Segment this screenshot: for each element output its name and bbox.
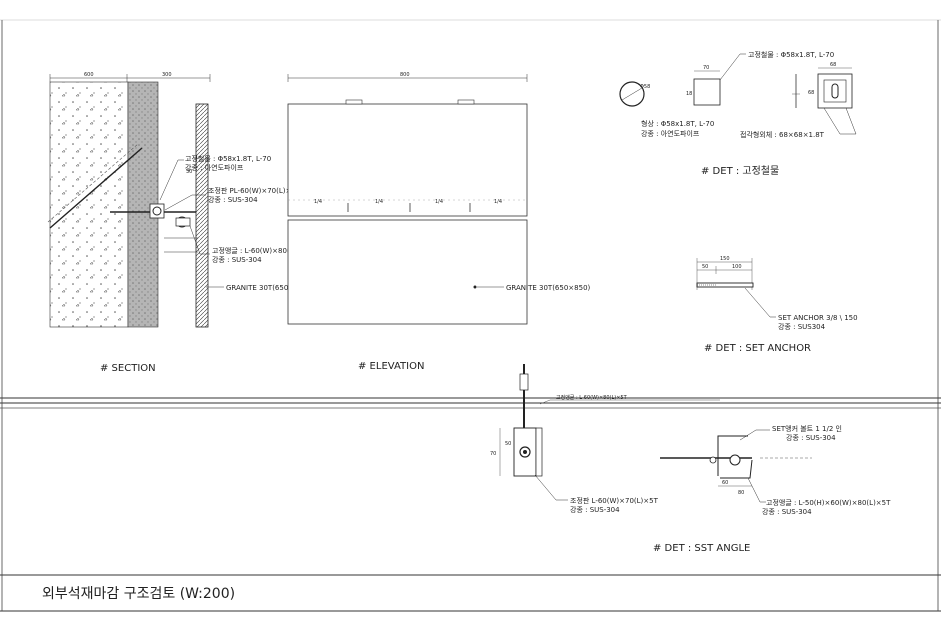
anchor-dim-b: 100 bbox=[732, 264, 742, 270]
angle-plate-note: 조정판 L-60(W)×70(L)×5T bbox=[570, 496, 659, 505]
angle-dim-b: 50 bbox=[505, 441, 511, 447]
pipe-note-plate: 접각형외체 : 68×68×1.8T bbox=[740, 130, 825, 139]
elevation-width-dim: 800 bbox=[400, 72, 410, 78]
sheet-title: 외부석재마감 구조검토 (W:200) bbox=[42, 586, 235, 602]
pipe-dim-dia: Φ58 bbox=[640, 84, 650, 90]
pipe-note-shape: 형상 : Φ58x1.8T, L-70 bbox=[641, 119, 714, 128]
section-view: 600 300 30 고정철물 : Φ58x1.8T, L-70 강종 : 아연… bbox=[47, 72, 312, 374]
angle-angle-note: 고정앵글 : L-50(H)×60(W)×80(L)×5T bbox=[766, 498, 891, 507]
anchor-dim-total: 150 bbox=[720, 256, 730, 262]
pipe-dim-plate-w: 68 bbox=[830, 62, 836, 68]
elevation-view: 800 1/4 1/4 1/4 1/4 GRANITE 30T(650×850)… bbox=[287, 72, 591, 372]
section-note-pipe: 고정철물 : Φ58x1.8T, L-70 bbox=[185, 154, 271, 163]
granite-panel-section bbox=[195, 103, 209, 328]
detail-set-anchor: 150 50 100 SET ANCHOR 3/8 \ 150 강종 : SUS… bbox=[696, 256, 858, 354]
angle-angle-mat: 강종 : SUS-304 bbox=[762, 507, 812, 516]
anchor-note-mat: 강종 : SUS304 bbox=[778, 322, 826, 331]
granite-panel-bottom bbox=[287, 219, 528, 325]
elevation-mark-4: 1/4 bbox=[494, 199, 502, 205]
angle-anchor-note: SET앵커 볼트 1 1/2 인 bbox=[772, 424, 842, 433]
section-dim-1: 600 bbox=[84, 72, 94, 78]
elevation-note-granite: GRANITE 30T(650×850) bbox=[506, 284, 591, 292]
angle-dim-c: 60 bbox=[722, 480, 728, 486]
pipe-note-mat: 강종 : 아연도파이프 bbox=[641, 129, 700, 138]
section-note-plate-mat: 강종 : SUS-304 bbox=[208, 195, 258, 204]
section-dim-2: 300 bbox=[162, 72, 172, 78]
elevation-mark-2: 1/4 bbox=[375, 199, 383, 205]
detail-sst-angle: 고정앵글 : L-60(W)×80(L)×5T 70 50 조정판 L-60(W… bbox=[490, 364, 891, 554]
section-note-angle-mat: 강종 : SUS-304 bbox=[212, 255, 262, 264]
elevation-caption: # ELEVATION bbox=[358, 361, 424, 372]
elevation-mark-3: 1/4 bbox=[435, 199, 443, 205]
angle-dim-a: 70 bbox=[490, 451, 496, 457]
granite-panel-top bbox=[287, 103, 528, 217]
angle-dim-d: 80 bbox=[738, 490, 744, 496]
angle-anchor-mat: 강종 : SUS-304 bbox=[786, 433, 836, 442]
pipe-caption: # DET : 고정철물 bbox=[701, 165, 779, 177]
section-note-angle: 고정앵글 : L-60(W)×80(L)×5T bbox=[212, 246, 312, 255]
elevation-mark-1: 1/4 bbox=[314, 199, 322, 205]
pipe-dim-plate-h: 68 bbox=[808, 90, 814, 96]
detail-pipe: Φ58 70 18 68 68 고정철물 : Φ58x1.8T, L-70 형상… bbox=[619, 50, 857, 177]
anchor-dim-a: 50 bbox=[702, 264, 708, 270]
anchor-caption: # DET : SET ANCHOR bbox=[704, 343, 811, 354]
section-note-pipe-mat: 강종 : 아연도파이프 bbox=[185, 163, 244, 172]
anchor-note-spec: SET ANCHOR 3/8 \ 150 bbox=[778, 314, 858, 322]
angle-top-note: 고정앵글 : L-60(W)×80(L)×5T bbox=[556, 394, 628, 401]
pipe-dim-h: 18 bbox=[686, 91, 692, 97]
pipe-top-note: 고정철물 : Φ58x1.8T, L-70 bbox=[748, 50, 834, 59]
section-note-plate: 조정판 PL-60(W)×70(L)×5T bbox=[208, 186, 301, 195]
pipe-dim-w: 70 bbox=[703, 65, 709, 71]
section-note-granite: GRANITE 30T(650×850) bbox=[226, 284, 311, 292]
angle-plate-mat: 강종 : SUS-304 bbox=[570, 505, 620, 514]
sheet-frame bbox=[0, 19, 941, 612]
concrete-slab bbox=[49, 81, 129, 328]
section-caption: # SECTION bbox=[100, 363, 156, 374]
section-dim-3: 30 bbox=[186, 169, 192, 175]
angle-caption: # DET : SST ANGLE bbox=[653, 543, 750, 554]
